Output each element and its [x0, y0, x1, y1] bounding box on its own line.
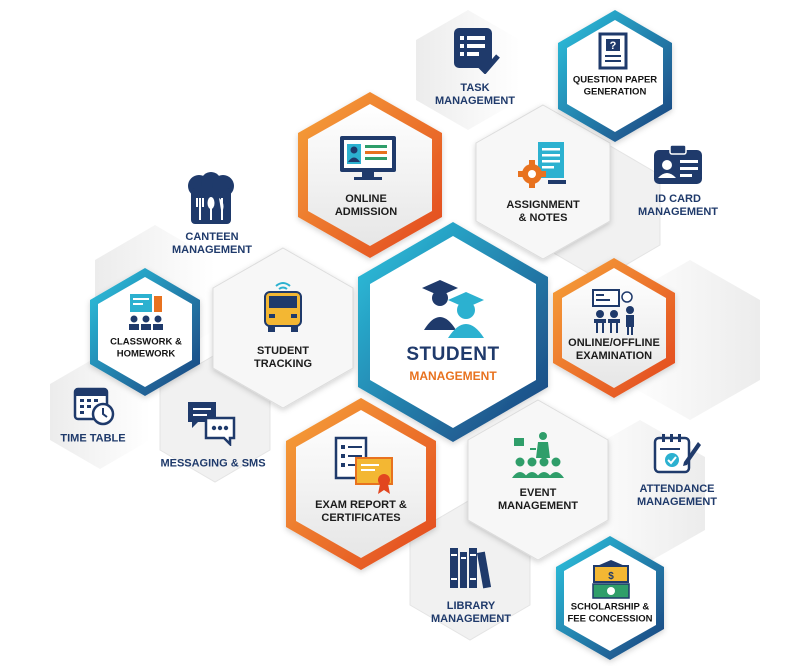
label-time-table: TIME TABLE	[60, 432, 126, 445]
hex-assignment	[475, 104, 611, 260]
assignment-notes-icon	[518, 142, 566, 188]
task-list-icon	[454, 28, 500, 74]
label-attendance: ATTENDANCE MANAGEMENT	[636, 483, 718, 508]
label-id-card: ID CARD MANAGEMENT	[637, 193, 719, 218]
label-exam-report: EXAM REPORT & CERTIFICATES	[315, 499, 407, 524]
attendance-icon	[653, 434, 701, 474]
label-online-admission: ONLINE ADMISSION	[334, 193, 398, 218]
report-certificate-icon	[334, 436, 393, 494]
monitor-admission-icon	[340, 136, 396, 180]
chef-hat-icon	[188, 172, 234, 224]
label-classwork: CLASSWORK & HOMEWORK	[110, 336, 182, 360]
school-bus-icon	[264, 282, 302, 332]
svg-text:$: $	[608, 571, 614, 582]
event-audience-icon	[512, 432, 564, 478]
label-question-paper: QUESTION PAPER GENERATION	[572, 74, 658, 98]
scholarship-money-icon: $	[592, 560, 630, 599]
examination-icon	[592, 289, 634, 335]
id-card-icon	[654, 144, 702, 184]
label-event: EVENT MANAGEMENT	[497, 487, 579, 512]
calendar-clock-icon	[73, 387, 115, 426]
label-messaging: MESSAGING & SMS	[160, 457, 266, 470]
label-scholarship: SCHOLARSHIP & FEE CONCESSION	[567, 601, 653, 625]
label-student-tracking: STUDENT TRACKING	[253, 345, 313, 370]
label-canteen: CANTEEN MANAGEMENT	[171, 231, 253, 256]
graduates-icon	[422, 280, 484, 338]
label-task-management: TASK MANAGEMENT	[434, 82, 516, 107]
hex-event	[467, 399, 609, 561]
center-title: STUDENT	[406, 344, 500, 365]
library-books-icon	[450, 548, 492, 589]
classwork-icon	[129, 294, 163, 330]
label-examination: ONLINE/OFFLINE EXAMINATION	[568, 337, 660, 362]
svg-text:?: ?	[610, 40, 617, 52]
question-paper-icon: ?	[598, 32, 628, 70]
center-subtitle: MANAGEMENT	[409, 369, 497, 383]
label-assignment: ASSIGNMENT & NOTES	[506, 199, 580, 224]
label-library: LIBRARY MANAGEMENT	[430, 600, 512, 625]
hex-student-tracking	[212, 247, 354, 409]
chat-bubbles-icon	[188, 402, 236, 446]
